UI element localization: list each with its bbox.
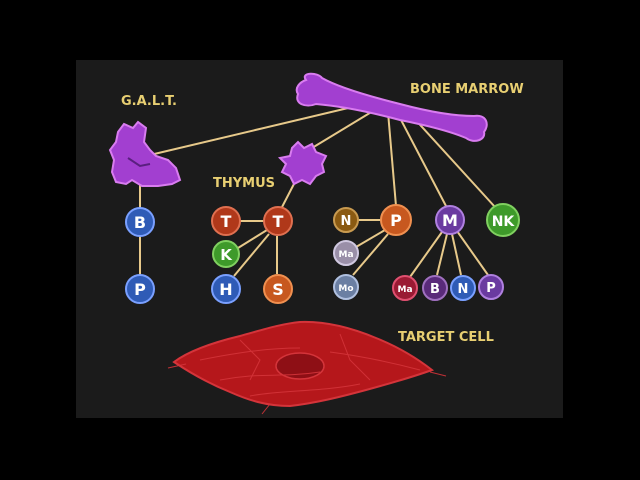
node-h-text: H (219, 280, 232, 299)
node-m: M (435, 205, 465, 235)
target-cell (167, 320, 447, 415)
node-b2: B (422, 275, 448, 301)
line-m-ma2 (409, 231, 443, 278)
galt-organ (108, 120, 182, 187)
node-n2-text: N (458, 282, 469, 297)
node-s-text: S (272, 280, 284, 299)
node-t2: T (263, 206, 293, 236)
node-mo: Mo (333, 274, 359, 300)
galt-label: G.A.L.T. (121, 94, 177, 109)
node-ma-text: Ma (338, 250, 353, 260)
node-n: N (333, 207, 359, 233)
node-p2-text: P (486, 281, 496, 296)
node-p-main-text: P (390, 211, 402, 230)
line-m-n2 (451, 233, 462, 276)
node-s: S (263, 274, 293, 304)
node-t1-text: T (221, 212, 232, 231)
line-marrow-galt (149, 103, 366, 156)
node-m-text: M (442, 211, 458, 230)
bone-marrow-organ (295, 72, 488, 142)
line-t2-h (233, 233, 270, 277)
node-p2: P (478, 274, 504, 300)
node-p-main: P (380, 204, 412, 236)
line-m-p2 (456, 230, 489, 276)
node-nk-text: NK (492, 214, 516, 230)
node-ma: Ma (333, 240, 359, 266)
thymus-organ (277, 140, 328, 186)
line-p-mo (352, 233, 389, 276)
node-n2: N (450, 275, 476, 301)
immune-system-diagram: G.A.L.T. BONE MARROW THYMUS TARGET CELL … (108, 72, 524, 415)
node-h: H (211, 274, 241, 304)
node-k: K (212, 240, 240, 268)
line-t2-k (237, 229, 268, 249)
line-m-b2 (436, 233, 448, 276)
node-mo-text: Mo (338, 284, 353, 294)
line-marrow-thymus (311, 107, 379, 149)
node-ma2-text: Ma (397, 285, 412, 295)
node-b2-text: B (430, 282, 440, 297)
line-p-ma (355, 229, 386, 248)
node-galt-b-text: B (134, 213, 146, 232)
diagram-frame: G.A.L.T. BONE MARROW THYMUS TARGET CELL … (76, 60, 563, 418)
node-k-text: K (220, 246, 233, 264)
bone-marrow-label: BONE MARROW (410, 82, 524, 97)
target-cell-label: TARGET CELL (398, 330, 494, 345)
line-marrow-nk (411, 115, 496, 208)
node-galt-p-text: P (134, 280, 146, 299)
line-marrow-p (387, 111, 397, 207)
node-n-text: N (341, 214, 352, 229)
node-ma2: Ma (392, 275, 418, 301)
line-marrow-m (399, 117, 447, 207)
node-galt-b: B (125, 207, 155, 237)
thymus-label: THYMUS (213, 176, 275, 191)
node-galt-p: P (125, 274, 155, 304)
node-t1: T (211, 206, 241, 236)
node-t2-text: T (273, 212, 284, 231)
node-nk: NK (486, 203, 520, 237)
